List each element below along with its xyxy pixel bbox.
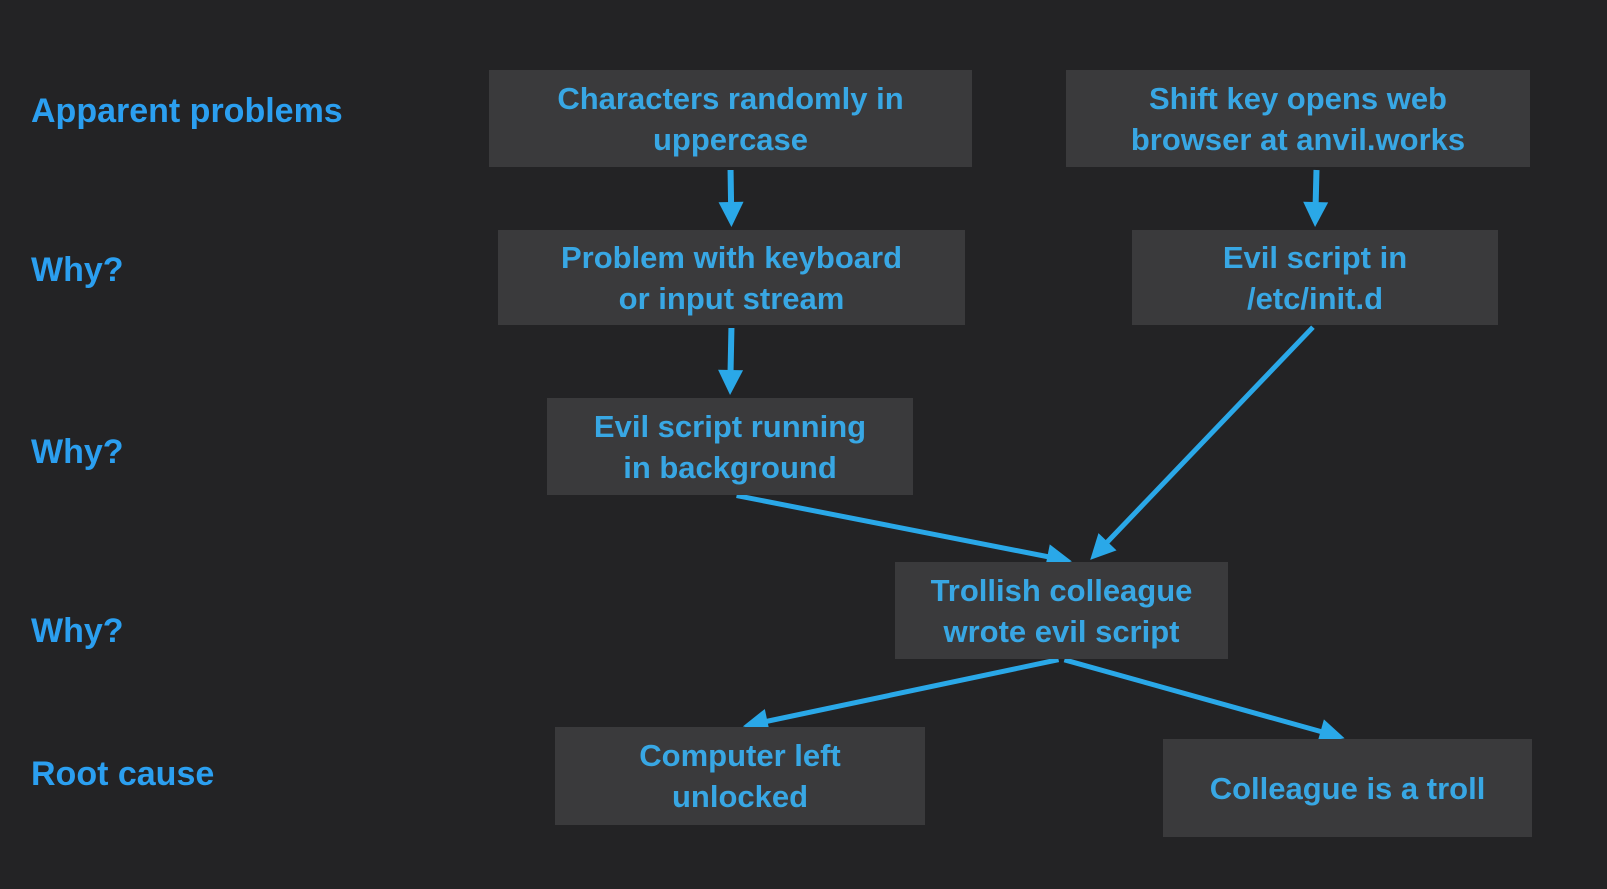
- row-label-why-1: Why?: [31, 251, 124, 289]
- node-evil-background: Evil script running in background: [547, 398, 913, 495]
- row-label-apparent-problems: Apparent problems: [31, 92, 343, 130]
- edge-shift-to-initd: [1312, 169, 1320, 205]
- edge-shift-to-initd-arrowhead-icon: [1303, 201, 1329, 228]
- node-colleague-troll-text: Colleague is a troll: [1209, 770, 1486, 806]
- node-trollish-colleague-text: Trollish colleague wrote evil script: [930, 572, 1193, 649]
- edge-keyboard-to-background: [727, 327, 735, 373]
- node-computer-unlocked-text: Computer left unlocked: [639, 738, 841, 814]
- row-label-why-3: Why?: [31, 612, 124, 650]
- edge-trollish-to-troll: [1063, 657, 1324, 735]
- edge-keyboard-to-background-arrowhead-icon: [718, 369, 744, 396]
- edge-initd-to-trollish-arrowhead-icon: [1090, 533, 1117, 560]
- node-trollish-colleague: Trollish colleague wrote evil script: [895, 562, 1228, 659]
- row-label-why-2: Why?: [31, 433, 124, 471]
- edge-trollish-to-unlocked: [764, 657, 1060, 725]
- row-label-root-cause: Root cause: [31, 755, 215, 793]
- node-evil-background-text: Evil script running in background: [593, 408, 867, 485]
- edge-initd-to-trollish: [1104, 325, 1315, 545]
- node-shift-browser-text: Shift key opens web browser at anvil.wor…: [1130, 80, 1466, 157]
- node-shift-browser: Shift key opens web browser at anvil.wor…: [1066, 70, 1530, 167]
- node-colleague-troll: Colleague is a troll: [1163, 739, 1532, 837]
- node-characters-uppercase-text: Characters randomly in uppercase: [557, 80, 904, 157]
- node-evil-initd: Evil script in /etc/init.d: [1132, 230, 1498, 325]
- node-computer-unlocked: Computer left unlocked: [555, 727, 925, 825]
- node-keyboard-input: Problem with keyboard or input stream: [498, 230, 965, 325]
- node-evil-initd-text: Evil script in /etc/init.d: [1222, 239, 1408, 316]
- edge-uppercase-to-keyboard: [727, 169, 735, 205]
- edge-background-to-trollish: [736, 493, 1050, 560]
- node-characters-uppercase: Characters randomly in uppercase: [489, 70, 972, 167]
- node-keyboard-input-text: Problem with keyboard or input stream: [560, 239, 903, 316]
- edge-uppercase-to-keyboard-arrowhead-icon: [718, 201, 744, 228]
